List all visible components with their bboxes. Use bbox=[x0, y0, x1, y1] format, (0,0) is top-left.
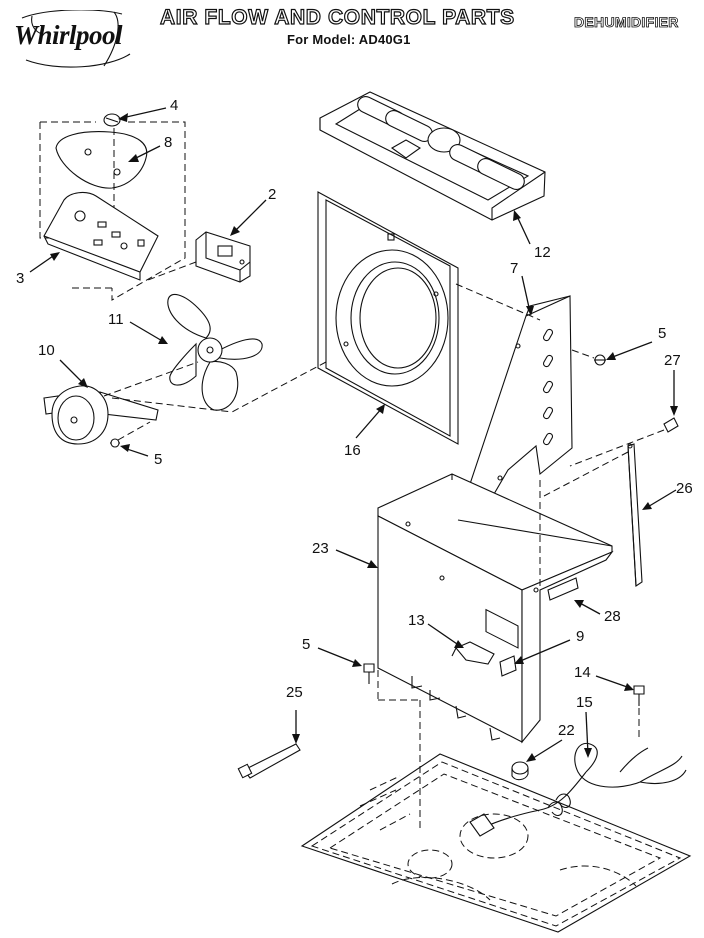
switch-part bbox=[451, 641, 495, 665]
callout-label: 3 bbox=[16, 270, 25, 287]
screw-part bbox=[363, 663, 418, 701]
callout-label: 12 bbox=[534, 244, 551, 261]
control-cover-part bbox=[55, 131, 148, 189]
callout-label: 7 bbox=[510, 260, 519, 277]
fan-blade-part bbox=[167, 293, 263, 411]
screw-part bbox=[569, 417, 679, 467]
fan-motor-part bbox=[43, 361, 233, 445]
strain-relief-part bbox=[511, 761, 529, 781]
base-pan-part bbox=[300, 753, 692, 933]
callout-label: 22 bbox=[558, 722, 575, 739]
callout-label: 25 bbox=[286, 684, 303, 701]
model-subtitle: For Model: AD40G1 bbox=[287, 32, 411, 47]
callout-label: 14 bbox=[574, 664, 591, 681]
control-group-outline bbox=[39, 121, 186, 301]
callout-label: 5 bbox=[302, 636, 311, 653]
callout-label: 11 bbox=[108, 311, 124, 328]
callout-label: 16 bbox=[344, 442, 361, 459]
callout-label: 23 bbox=[312, 540, 329, 557]
callout-label: 10 bbox=[38, 342, 55, 359]
callout-label: 2 bbox=[268, 186, 277, 203]
bracket-rod-part bbox=[543, 443, 643, 587]
fan-shroud-part bbox=[231, 191, 459, 445]
callout-leaders bbox=[29, 107, 678, 762]
top-grille-part bbox=[319, 91, 546, 221]
screw-part bbox=[571, 349, 606, 366]
coil-bracket-part bbox=[455, 283, 573, 522]
callout-label: 4 bbox=[170, 97, 179, 114]
callout-label: 15 bbox=[576, 694, 593, 711]
humidistat-part bbox=[147, 231, 251, 283]
power-cord-part bbox=[469, 742, 687, 837]
clip-part bbox=[547, 577, 579, 601]
callout-label: 8 bbox=[164, 134, 173, 151]
callout-label: 5 bbox=[658, 325, 667, 342]
whirlpool-logo-icon bbox=[21, 10, 131, 68]
product-label: DEHUMIDIFIER bbox=[574, 14, 679, 31]
callout-label: 26 bbox=[676, 480, 693, 497]
callout-label: 13 bbox=[408, 612, 425, 629]
control-panel-part bbox=[43, 191, 159, 281]
callout-label: 27 bbox=[664, 352, 681, 369]
page-title: AIR FLOW AND CONTROL PARTS bbox=[159, 5, 515, 29]
base-housing-part bbox=[377, 473, 614, 830]
screw-part bbox=[110, 421, 151, 448]
callout-label: 9 bbox=[576, 628, 585, 645]
knob-part bbox=[103, 113, 121, 230]
callout-label: 28 bbox=[604, 608, 621, 625]
callout-label: 5 bbox=[154, 451, 163, 468]
switch-part bbox=[499, 655, 517, 677]
brand-logo: Whirlpool bbox=[14, 20, 123, 50]
cable-tie-part bbox=[237, 743, 301, 779]
screw-part bbox=[633, 685, 645, 740]
